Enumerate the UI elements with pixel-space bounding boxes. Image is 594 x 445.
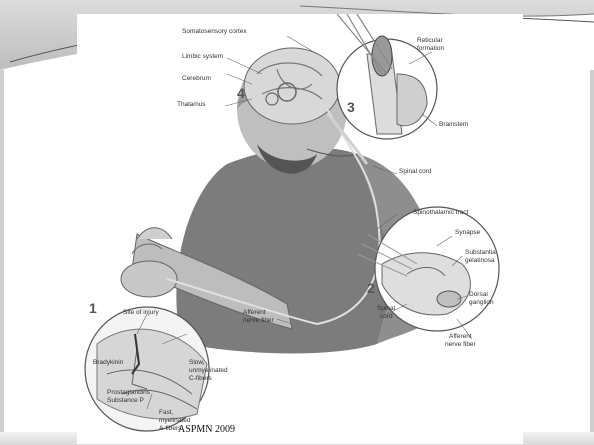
label-prostaglandins-line1: Prostaglandins: [107, 390, 150, 397]
label-reticular-formation-line2: formation: [417, 46, 444, 53]
slide-credit: ASPMN 2009: [178, 424, 235, 435]
label-cerebrum: Cerebrum: [182, 76, 211, 83]
slide-left-border: [0, 70, 4, 432]
label-fast-fibers-line1: Fast,: [159, 410, 173, 417]
label-spinal-cord-inset-line2: cord: [380, 314, 393, 321]
label-afferent-nerve-fiber-inset-line1: Afferent: [449, 334, 472, 341]
label-prostaglandins-line2: Substance P: [107, 398, 144, 405]
step-number-2: 2: [367, 281, 375, 295]
label-reticular-formation-line1: Reticular: [417, 38, 443, 45]
step-number-4: 4: [237, 86, 245, 100]
slide-right-border: [590, 70, 594, 432]
label-spinal-cord-inset-line1: Spinal: [377, 306, 395, 313]
label-bradykinin: Bradykinin: [93, 360, 123, 367]
label-afferent-nerve-fiber-arm-line2: nerve fiber: [243, 318, 274, 325]
label-afferent-nerve-fiber-inset-line2: nerve fiber: [445, 342, 476, 349]
label-slow-fibers-line1: Slow,: [189, 360, 205, 367]
label-synapse: Synapse: [455, 230, 480, 237]
step-number-3: 3: [347, 100, 355, 114]
label-substantia-gelatinosa-line2: gelatinosa: [465, 258, 495, 265]
label-substantia-gelatinosa-line1: Substantia: [465, 250, 496, 257]
label-spinal-cord: Spinal cord: [399, 169, 432, 176]
label-somatosensory-cortex: Somatosensory cortex: [182, 29, 247, 36]
label-slow-fibers-line3: C-fibers: [189, 376, 212, 383]
label-dorsal-ganglion-line2: ganglion: [469, 300, 494, 307]
label-afferent-nerve-fiber-arm-line1: Afferent: [243, 310, 266, 317]
label-site-of-injury: Site of injury: [123, 310, 159, 317]
step-number-1: 1: [89, 301, 97, 315]
pain-pathway-illustration: Somatosensory cortex Limbic system Cereb…: [77, 14, 523, 444]
label-limbic-system: Limbic system: [182, 54, 223, 61]
label-brainstem: Brainstem: [439, 122, 468, 129]
label-dorsal-ganglion-line1: Dorsal: [469, 292, 488, 299]
label-thalamus: Thalamus: [177, 102, 206, 109]
label-slow-fibers-line2: unmyelinated: [189, 368, 228, 375]
label-spinothalamic-tract: Spinothalamic tract: [413, 210, 468, 217]
